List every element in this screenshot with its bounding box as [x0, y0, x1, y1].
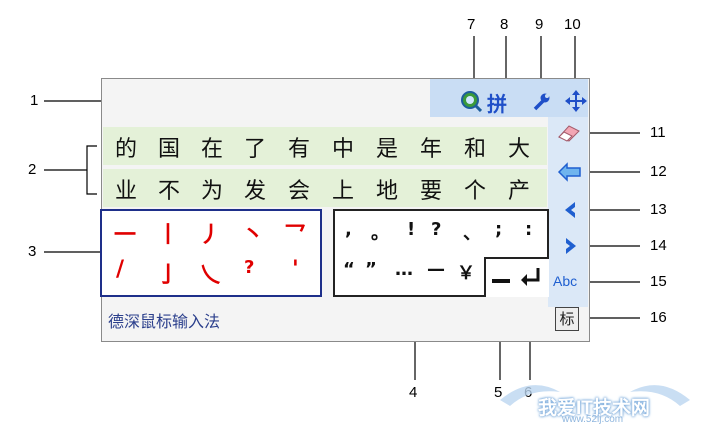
candidate-char[interactable]: 为 [201, 179, 224, 204]
callout-10: 10 [564, 16, 581, 33]
chevron-right-icon[interactable] [561, 236, 581, 256]
stroke-key[interactable]: ' [292, 257, 299, 282]
callout-11: 11 [650, 124, 666, 141]
candidate-char[interactable]: 要 [420, 179, 443, 204]
stroke-keyboard: 一 丨 丿 丶 乛 / 亅 乀 ? ' [100, 209, 322, 297]
candidate-char[interactable]: 地 [376, 179, 399, 204]
stroke-key[interactable]: 乀 [199, 263, 222, 288]
punct-key[interactable]: 。 [371, 223, 389, 244]
candidate-char[interactable]: 的 [115, 137, 138, 162]
stroke-key[interactable]: 丨 [157, 223, 180, 248]
callout-16: 16 [650, 309, 667, 326]
stroke-key[interactable]: 丿 [199, 223, 222, 248]
callout-7: 7 [467, 16, 476, 33]
punct-key[interactable]: “ [343, 259, 355, 280]
enter-icon[interactable] [519, 266, 543, 288]
callout-12: 12 [650, 163, 667, 180]
candidate-char[interactable]: 不 [158, 179, 181, 204]
callout-2: 2 [28, 161, 37, 178]
watermark-url: www.52ij.com [562, 414, 624, 425]
punct-key[interactable]: — [427, 259, 445, 280]
candidate-char[interactable]: 大 [508, 137, 531, 162]
eraser-icon[interactable] [556, 123, 582, 143]
candidate-char[interactable]: 有 [288, 137, 311, 162]
punct-key[interactable]: … [395, 259, 413, 280]
candidate-char[interactable]: 是 [376, 137, 399, 162]
candidate-char[interactable]: 国 [158, 137, 181, 162]
candidate-char[interactable]: 个 [464, 179, 487, 204]
pinyin-mode-button[interactable]: 拼 [487, 92, 507, 116]
candidate-char[interactable]: 在 [201, 137, 224, 162]
candidate-char[interactable]: 了 [244, 137, 267, 162]
callout-5: 5 [494, 384, 503, 401]
callout-14: 14 [650, 237, 667, 254]
stroke-key[interactable]: ? [244, 257, 255, 278]
punct-key[interactable]: , [345, 219, 352, 240]
callout-4: 4 [409, 384, 418, 401]
callout-8: 8 [500, 16, 509, 33]
candidate-char[interactable]: 会 [288, 179, 311, 204]
punct-key[interactable]: ” [365, 259, 377, 280]
watermark-title: 我爱IT技术网 [538, 398, 650, 419]
ime-toolbar [430, 79, 588, 117]
candidate-char[interactable]: 年 [420, 137, 443, 162]
wrench-icon[interactable] [531, 92, 551, 112]
callout-3: 3 [28, 243, 37, 260]
watermark-wings-logo [500, 385, 690, 406]
punct-key[interactable]: ￥ [457, 263, 475, 284]
candidate-row-2: 业 不 为 发 会 上 地 要 个 产 [103, 169, 547, 207]
stroke-key[interactable]: 丶 [242, 223, 265, 248]
callout-1: 1 [30, 92, 39, 109]
candidate-char[interactable]: 和 [464, 137, 487, 162]
punct-key[interactable]: : [525, 219, 533, 240]
punct-key[interactable]: 、 [463, 223, 481, 244]
stroke-key[interactable]: 亅 [157, 263, 180, 288]
callout-15: 15 [650, 273, 667, 290]
stroke-key[interactable]: 一 [114, 223, 137, 248]
candidate-row-1: 的 国 在 了 有 中 是 年 和 大 [103, 127, 547, 165]
biao-mode-button[interactable]: 标 [555, 307, 579, 331]
punct-key[interactable]: ; [495, 219, 503, 240]
punct-key[interactable]: ? [431, 219, 442, 240]
space-enter-keys [484, 257, 549, 297]
candidate-char[interactable]: 业 [115, 179, 138, 204]
candidate-char[interactable]: 产 [508, 179, 531, 204]
abc-mode-button[interactable]: Abc [553, 273, 578, 289]
candidate-char[interactable]: 发 [244, 179, 267, 204]
ime-brand-name: 德深鼠标输入法 [108, 312, 221, 331]
stroke-key[interactable]: 乛 [284, 223, 307, 248]
candidate-char[interactable]: 中 [332, 137, 355, 162]
stroke-key[interactable]: / [116, 257, 125, 282]
chevron-left-icon[interactable] [560, 200, 580, 220]
callout-13: 13 [650, 201, 667, 218]
candidate-char[interactable]: 上 [332, 179, 355, 204]
punct-key[interactable]: ! [407, 219, 416, 240]
backspace-arrow-icon[interactable] [557, 162, 583, 182]
move-icon[interactable] [564, 89, 588, 113]
callout-9: 9 [535, 16, 544, 33]
search-icon[interactable] [460, 90, 482, 112]
space-icon[interactable] [490, 270, 512, 288]
